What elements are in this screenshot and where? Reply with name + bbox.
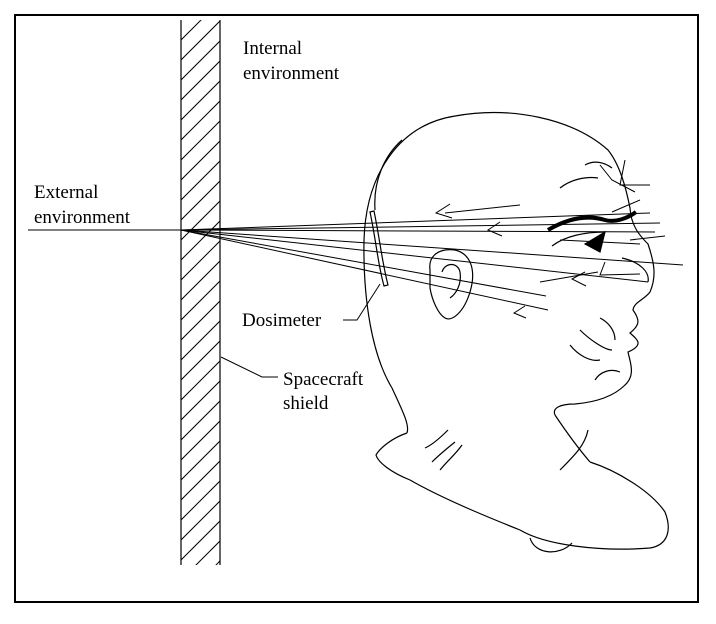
shield-hatch-line: [181, 320, 220, 361]
shield-hatch-line: [181, 200, 220, 241]
label-dosimeter: Dosimeter: [242, 310, 322, 331]
label-external-line2: environment: [34, 207, 131, 228]
secondary-tracks: [444, 159, 666, 283]
label-internal-line2: environment: [243, 63, 340, 84]
shield-hatch-line: [181, 100, 220, 141]
shield-hatch-line: [181, 420, 220, 461]
shield-hatch-line: [181, 280, 220, 321]
shield-hatch-line: [181, 380, 220, 421]
dosimeter-device: [369, 210, 389, 287]
shield-hatch-line: [181, 120, 220, 161]
shield-hatch-line: [181, 460, 220, 501]
spacecraft-shield-wall: [180, 20, 221, 619]
shield-hatch-line: [181, 340, 220, 381]
shield-hatch-line: [181, 300, 220, 341]
shield-hatch-line: [181, 440, 220, 481]
shield-hatch-line: [181, 240, 220, 281]
shield-hatch-line: [181, 40, 220, 81]
shield-hatch-line: [181, 20, 202, 41]
shield-hatch-line: [181, 520, 220, 561]
label-shield-line2: shield: [283, 393, 329, 414]
shield-leader-line: [220, 356, 278, 378]
shield-hatch-line: [181, 580, 221, 619]
label-external-line1: External: [34, 182, 98, 203]
label-internal-line1: Internal: [243, 38, 302, 59]
figure-frame: [14, 14, 699, 603]
shield-hatch-line: [181, 160, 220, 201]
label-external-environment: External environment: [34, 182, 131, 228]
head-figure: [363, 111, 669, 553]
shield-hatch-line: [181, 80, 220, 121]
shield-hatch-line: [181, 400, 220, 441]
label-internal-environment: Internal environment: [243, 38, 340, 84]
radiation-rays: [180, 212, 684, 311]
shield-hatch-line: [195, 540, 220, 565]
shield-hatch-line: [181, 140, 220, 181]
shield-hatch-line: [215, 560, 220, 565]
label-shield-line1: Spacecraft: [283, 369, 364, 390]
ray-arrowheads: [434, 203, 587, 319]
shield-hatch-line: [181, 60, 220, 101]
shield-hatch-line: [181, 220, 220, 261]
shield-hatch-line: [181, 260, 220, 301]
shield-hatch-line: [181, 480, 220, 521]
shield-hatch-line: [181, 360, 220, 401]
label-spacecraft-shield: Spacecraft shield: [283, 369, 364, 414]
shield-hatch-line: [181, 20, 220, 61]
dosimeter-leader-line: [343, 283, 381, 321]
shield-hatch-line: [181, 180, 220, 221]
shield-hatch-line: [181, 500, 220, 541]
